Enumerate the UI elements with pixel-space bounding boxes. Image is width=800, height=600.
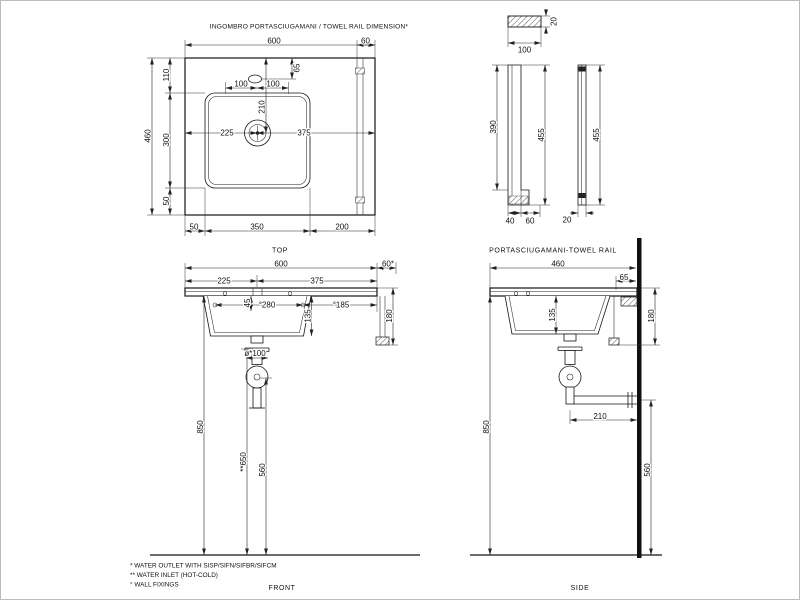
dim-rail-20-top: 20 bbox=[550, 17, 559, 26]
dim-rail-60: 60 bbox=[526, 217, 535, 226]
towel-rail-views: 20 100 390 455 40 60 455 bbox=[488, 9, 617, 255]
footnote-water-inlet: ** WATER INLET (HOT-COLD) bbox=[130, 572, 218, 579]
dim-top-375: 375 bbox=[297, 129, 311, 138]
dim-top-200: 200 bbox=[335, 223, 349, 232]
dim-front-600: 600 bbox=[274, 260, 288, 269]
trap-pipe-upper-side bbox=[564, 350, 576, 365]
dim-rail-20-bottom: 20 bbox=[563, 216, 572, 225]
drain-tailpiece bbox=[250, 335, 264, 344]
dim-rail-390: 390 bbox=[489, 120, 498, 134]
dim-rail-455-front: 455 bbox=[537, 128, 546, 142]
dim-top-65: 65 bbox=[293, 63, 302, 72]
dim-front-560: 560 bbox=[258, 463, 267, 477]
drain-tailpiece-side bbox=[563, 333, 577, 342]
trap-elbow-side bbox=[565, 386, 575, 405]
rail-fixing-mark bbox=[578, 66, 586, 72]
dim-side-560: 560 bbox=[643, 463, 652, 477]
wall-section bbox=[637, 238, 642, 558]
basin-side-outline bbox=[504, 295, 611, 335]
top-view: 600 60 460 110 300 50 100 100 65 210 225… bbox=[142, 35, 376, 255]
rail-bracket-front bbox=[507, 64, 530, 206]
wall-bracket bbox=[620, 296, 638, 307]
footnote-wall-fixings: ° WALL FIXINGS bbox=[130, 581, 179, 589]
dim-top-600: 600 bbox=[267, 37, 281, 46]
dim-side-135: 135 bbox=[548, 308, 557, 322]
rail-bracket-side bbox=[577, 64, 587, 206]
view-label-front: FRONT bbox=[268, 585, 295, 592]
trap-pipe-lower bbox=[252, 387, 262, 409]
dim-side-210: 210 bbox=[593, 412, 607, 421]
dim-top-225: 225 bbox=[220, 129, 234, 138]
bottle-trap-side bbox=[558, 365, 582, 389]
basin-front-outline bbox=[202, 295, 312, 337]
dim-top-100b: 100 bbox=[266, 80, 280, 89]
dim-top-50-left: 50 bbox=[162, 196, 171, 205]
dim-top-50-bottom: 50 bbox=[190, 223, 199, 232]
dim-top-110: 110 bbox=[162, 68, 171, 81]
view-label-top: TOP bbox=[272, 248, 288, 255]
dim-rail-40: 40 bbox=[506, 217, 515, 226]
dim-front-280: °280 bbox=[259, 301, 276, 310]
dim-front-drain-100: ø*100 bbox=[244, 349, 266, 358]
slab-hole-mark bbox=[525, 291, 531, 296]
dim-top-60: 60 bbox=[361, 37, 370, 46]
dim-front-135: 135 bbox=[304, 309, 313, 323]
drawing-title: INGOMBRO PORTASCIUGAMANI / TOWEL RAIL DI… bbox=[210, 24, 409, 31]
slab-hole-mark bbox=[222, 291, 228, 296]
front-view: 600 60* 225 375 45 °280 °185 135 180 ø*1… bbox=[150, 258, 420, 592]
dim-top-100a: 100 bbox=[234, 80, 248, 89]
sink-slab-front bbox=[184, 287, 378, 297]
rail-bar-section-side bbox=[608, 337, 620, 346]
basin-front-inner bbox=[207, 295, 308, 333]
dim-front-185: °185 bbox=[333, 301, 350, 310]
dim-rail-455-side: 455 bbox=[592, 128, 601, 142]
rail-end-section bbox=[375, 336, 390, 346]
dim-top-460: 460 bbox=[144, 129, 153, 143]
dim-side-180: 180 bbox=[647, 309, 656, 323]
dim-top-300: 300 bbox=[162, 133, 171, 147]
rail-bracket-mark bbox=[355, 67, 365, 75]
rail-foot-hatch bbox=[508, 195, 529, 205]
dim-front-180: 180 bbox=[385, 309, 394, 323]
basin-inner-line bbox=[208, 96, 307, 185]
side-view: 460 65 135 180 210 850 560 SIDE bbox=[470, 238, 662, 592]
sink-slab-side bbox=[489, 287, 638, 297]
dim-top-350: 350 bbox=[250, 223, 264, 232]
rail-bracket-mark bbox=[355, 196, 365, 204]
slab-hole-mark bbox=[287, 291, 293, 296]
dim-top-210: 210 bbox=[258, 100, 267, 114]
dim-front-45: 45 bbox=[243, 298, 252, 307]
view-label-side: SIDE bbox=[571, 585, 590, 592]
dim-side-65: 65 bbox=[620, 273, 629, 282]
rail-top-bar bbox=[507, 15, 542, 28]
dim-front-850: 850 bbox=[196, 420, 205, 434]
footnotes: * WATER OUTLET WITH SISP/SIFN/SIFBR/SIFC… bbox=[130, 563, 277, 589]
dim-side-850: 850 bbox=[482, 420, 491, 434]
rail-fixing-mark bbox=[578, 193, 586, 198]
dim-side-460: 460 bbox=[551, 260, 565, 269]
dim-front-375: 375 bbox=[310, 277, 324, 286]
overflow-hole bbox=[248, 74, 262, 84]
dim-front-650: **650 bbox=[239, 452, 248, 472]
dim-front-60: 60* bbox=[382, 260, 394, 269]
dim-rail-100: 100 bbox=[518, 46, 532, 55]
slab-hole-mark bbox=[513, 291, 519, 296]
view-label-rail: PORTASCIUGAMANI-TOWEL RAIL bbox=[489, 248, 617, 255]
footnote-water-outlet: * WATER OUTLET WITH SISP/SIFN/SIFBR/SIFC… bbox=[130, 563, 277, 570]
dim-front-225: 225 bbox=[217, 277, 231, 286]
bottle-trap-front bbox=[245, 365, 269, 389]
